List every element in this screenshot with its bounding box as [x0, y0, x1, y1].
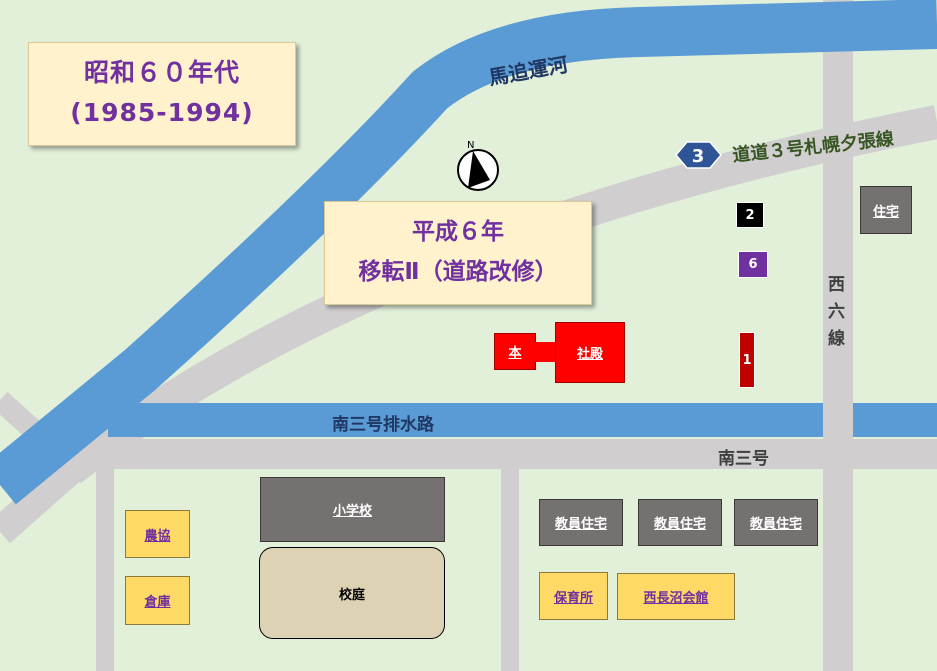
- marker-1[interactable]: 1: [739, 332, 755, 388]
- compass-north-label: N: [467, 140, 474, 151]
- shrine-connector: [535, 342, 557, 362]
- nursery-building[interactable]: 保育所: [539, 572, 608, 620]
- minami3-label: 南三号: [718, 449, 769, 469]
- era-years: (1985-1994): [70, 98, 254, 127]
- house-ne[interactable]: 住宅: [860, 186, 912, 234]
- teacher-house-1[interactable]: 教員住宅: [539, 499, 623, 546]
- marker-6[interactable]: 6: [738, 251, 768, 278]
- schoolyard[interactable]: 校庭: [259, 547, 445, 639]
- route3-shield-icon: 3: [675, 141, 722, 169]
- hall-building[interactable]: 西長沼会館: [617, 573, 735, 620]
- era-info-box: 昭和６０年代 (1985-1994): [28, 42, 296, 146]
- drain-label: 南三号排水路: [332, 415, 434, 435]
- event-year: 平成６年: [412, 219, 504, 245]
- nokyo-building[interactable]: 農協: [125, 510, 190, 558]
- soko-building[interactable]: 倉庫: [125, 576, 190, 625]
- drain: [108, 403, 937, 437]
- canal: [0, 0, 937, 505]
- diagonal-road-sw: [0, 458, 80, 544]
- nishi6-label-2: 六: [828, 302, 845, 322]
- nishi6-label-3: 線: [828, 329, 845, 349]
- route3-number: 3: [692, 146, 705, 167]
- event-description: 移転Ⅱ（道路改修）: [358, 259, 558, 285]
- marker-2[interactable]: 2: [736, 202, 764, 228]
- compass: N: [457, 140, 499, 191]
- event-info-box: 平成６年 移転Ⅱ（道路改修）: [324, 201, 592, 305]
- nishi6-label-1: 西: [828, 275, 845, 295]
- teacher-house-2[interactable]: 教員住宅: [638, 499, 722, 546]
- shaden-building[interactable]: 社殿: [555, 322, 625, 383]
- era-title: 昭和６０年代: [83, 58, 240, 87]
- school-building[interactable]: 小学校: [260, 477, 445, 542]
- honden-building[interactable]: 本: [494, 333, 536, 370]
- teacher-house-3[interactable]: 教員住宅: [734, 499, 818, 546]
